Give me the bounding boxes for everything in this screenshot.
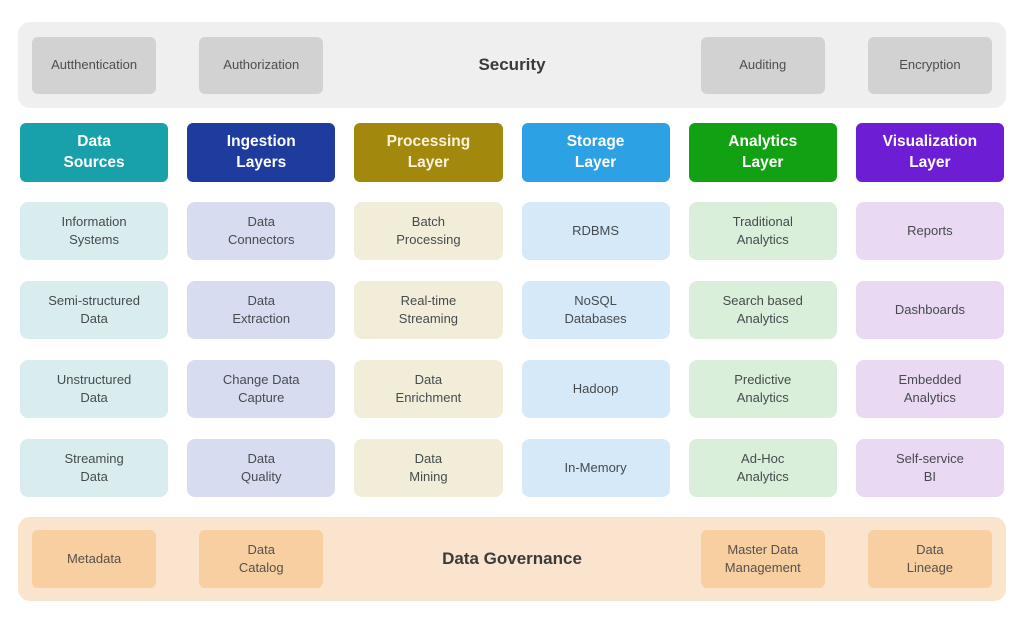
column-processing-layer: Processing Layer Batch Processing Real-t… bbox=[354, 123, 503, 497]
cell-data-connectors: Data Connectors bbox=[187, 202, 336, 260]
header-data-sources: Data Sources bbox=[20, 123, 169, 182]
governance-box-metadata: Metadata bbox=[32, 530, 157, 588]
cell-ad-hoc-analytics: Ad-Hoc Analytics bbox=[688, 439, 837, 497]
cell-embedded-analytics: Embedded Analytics bbox=[855, 360, 1004, 418]
cell-information-systems: Information Systems bbox=[20, 202, 169, 260]
cell-change-data-capture: Change Data Capture bbox=[187, 360, 336, 418]
security-box-auditing: Auditing bbox=[700, 36, 825, 94]
security-band-grid: Autthentication Authorization Security A… bbox=[18, 22, 1006, 108]
column-analytics-layer: Analytics Layer Traditional Analytics Se… bbox=[688, 123, 837, 497]
cell-search-based-analytics: Search based Analytics bbox=[688, 281, 837, 339]
cell-in-memory: In-Memory bbox=[521, 439, 670, 497]
cell-data-quality: Data Quality bbox=[187, 439, 336, 497]
header-visualization-layer: Visualization Layer bbox=[855, 123, 1004, 182]
cell-streaming-data: Streaming Data bbox=[20, 439, 169, 497]
cell-data-mining: Data Mining bbox=[354, 439, 503, 497]
cell-self-service-bi: Self-service BI bbox=[855, 439, 1004, 497]
cell-unstructured-data: Unstructured Data bbox=[20, 360, 169, 418]
data-architecture-diagram: Autthentication Authorization Security A… bbox=[0, 22, 1024, 621]
security-box-authentication: Autthentication bbox=[32, 36, 157, 94]
header-processing-layer: Processing Layer bbox=[354, 123, 503, 182]
governance-box-data-catalog: Data Catalog bbox=[199, 530, 324, 588]
cell-semi-structured-data: Semi-structured Data bbox=[20, 281, 169, 339]
cell-hadoop: Hadoop bbox=[521, 360, 670, 418]
column-visualization-layer: Visualization Layer Reports Dashboards E… bbox=[855, 123, 1004, 497]
layer-columns: Data Sources Information Systems Semi-st… bbox=[20, 123, 1004, 497]
governance-box-data-lineage: Data Lineage bbox=[867, 530, 992, 588]
cell-data-extraction: Data Extraction bbox=[187, 281, 336, 339]
governance-band-grid: Metadata Data Catalog Data Governance Ma… bbox=[18, 517, 1006, 601]
governance-box-master-data-management: Master Data Management bbox=[700, 530, 825, 588]
cell-batch-processing: Batch Processing bbox=[354, 202, 503, 260]
cell-traditional-analytics: Traditional Analytics bbox=[688, 202, 837, 260]
governance-band: Metadata Data Catalog Data Governance Ma… bbox=[18, 517, 1006, 601]
cell-data-enrichment: Data Enrichment bbox=[354, 360, 503, 418]
cell-real-time-streaming: Real-time Streaming bbox=[354, 281, 503, 339]
security-band-title: Security bbox=[478, 55, 546, 74]
cell-nosql-databases: NoSQL Databases bbox=[521, 281, 670, 339]
column-storage-layer: Storage Layer RDBMS NoSQL Databases Hado… bbox=[521, 123, 670, 497]
header-ingestion-layers: Ingestion Layers bbox=[187, 123, 336, 182]
cell-dashboards: Dashboards bbox=[855, 281, 1004, 339]
column-data-sources: Data Sources Information Systems Semi-st… bbox=[20, 123, 169, 497]
governance-band-title: Data Governance bbox=[442, 549, 582, 568]
header-storage-layer: Storage Layer bbox=[521, 123, 670, 182]
security-band: Autthentication Authorization Security A… bbox=[18, 22, 1006, 108]
security-box-authorization: Authorization bbox=[199, 36, 324, 94]
header-analytics-layer: Analytics Layer bbox=[688, 123, 837, 182]
column-ingestion-layers: Ingestion Layers Data Connectors Data Ex… bbox=[187, 123, 336, 497]
security-box-encryption: Encryption bbox=[867, 36, 992, 94]
cell-predictive-analytics: Predictive Analytics bbox=[688, 360, 837, 418]
cell-reports: Reports bbox=[855, 202, 1004, 260]
cell-rdbms: RDBMS bbox=[521, 202, 670, 260]
